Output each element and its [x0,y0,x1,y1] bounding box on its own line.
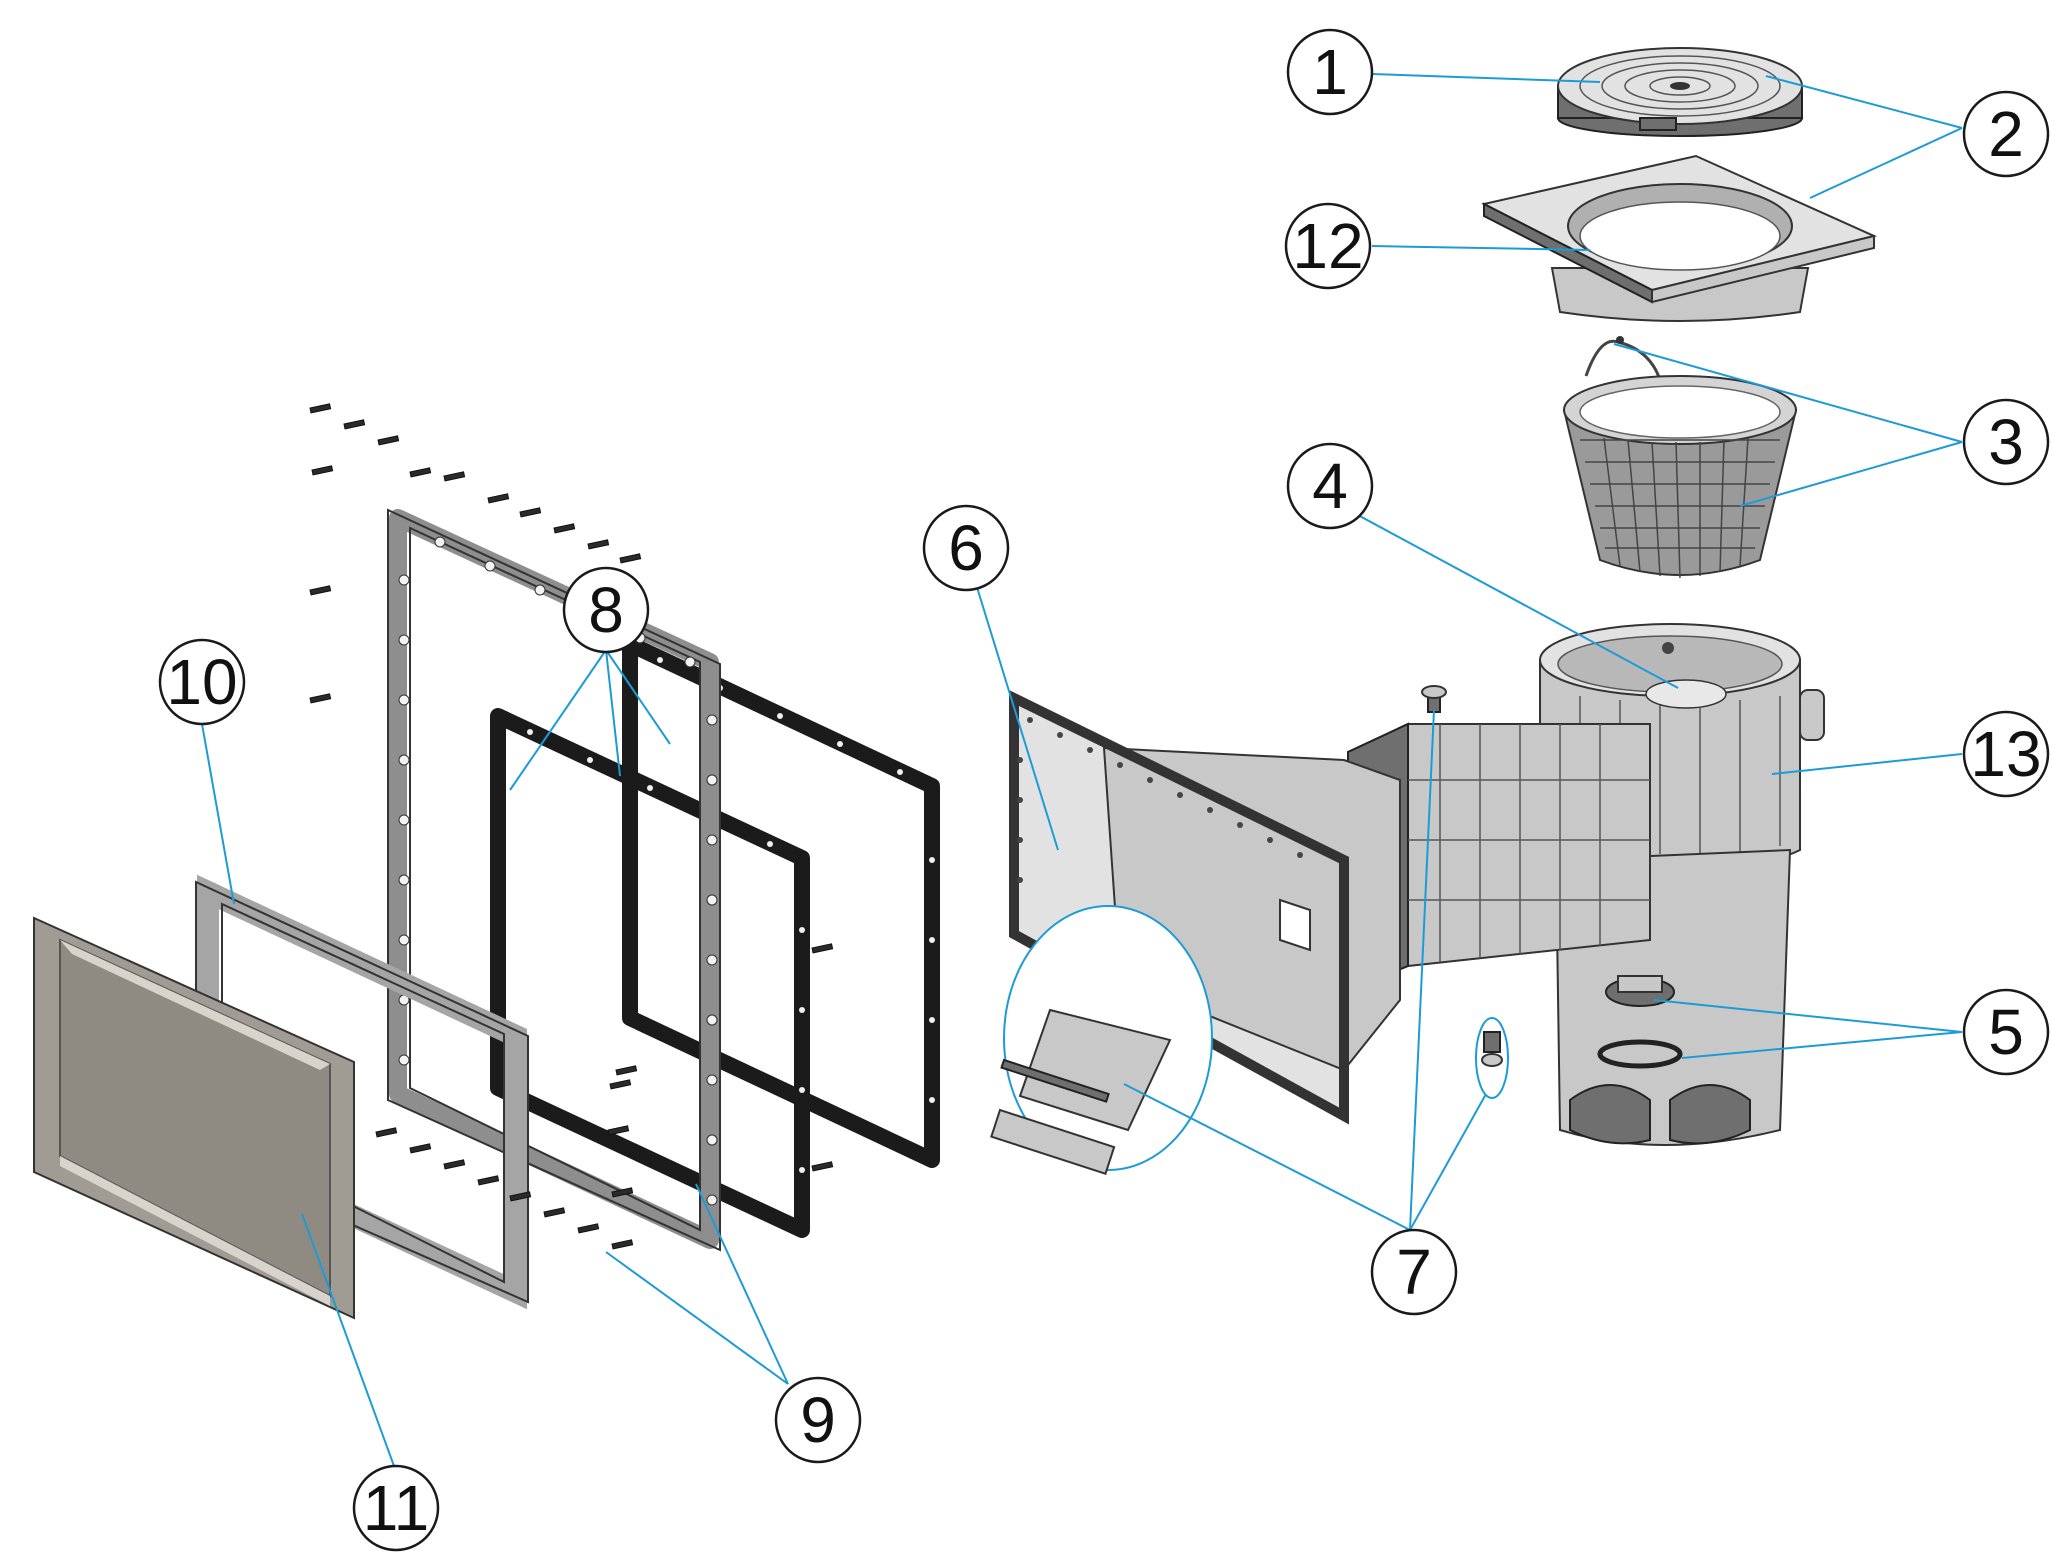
svg-text:2: 2 [1988,98,2024,170]
callout-11: 11 [352,1464,440,1552]
screw-and-plug-set [1421,685,1509,1099]
callout-6: 6 [922,504,1010,592]
callout-8: 8 [562,566,650,654]
screws [309,403,834,1250]
deck-collar [1481,154,1878,322]
callout-7: 7 [1370,1228,1458,1316]
skimmer-body [1539,623,1825,1146]
skimmer-lid [1557,47,1803,137]
callout-1: 1 [1286,28,1374,116]
callout-9: 9 [774,1376,862,1464]
callout-13: 13 [1962,710,2050,798]
svg-text:8: 8 [588,574,624,646]
svg-text:1: 1 [1312,36,1348,108]
svg-text:11: 11 [363,1472,429,1544]
svg-text:5: 5 [1988,996,2024,1068]
flange-frame [387,508,721,1252]
callout-2: 2 [1962,90,2050,178]
front-cover [33,916,355,1320]
callouts: 1 2 12 3 4 6 13 8 10 5 7 9 11 [158,28,2050,1552]
skimmer-basket [1562,336,1798,579]
svg-text:13: 13 [1970,718,2041,790]
leader-lines [201,73,1963,1467]
svg-text:3: 3 [1988,406,2024,478]
svg-text:12: 12 [1292,210,1363,282]
svg-text:7: 7 [1396,1236,1432,1308]
svg-text:4: 4 [1312,450,1348,522]
svg-text:6: 6 [948,512,984,584]
callout-12: 12 [1284,202,1372,290]
svg-text:10: 10 [166,646,237,718]
callout-10: 10 [158,638,246,726]
svg-text:9: 9 [800,1384,836,1456]
callout-5: 5 [1962,988,2050,1076]
skimmer-mouth-housing [990,689,1401,1175]
callout-3: 3 [1962,398,2050,486]
callout-4: 4 [1286,442,1374,530]
